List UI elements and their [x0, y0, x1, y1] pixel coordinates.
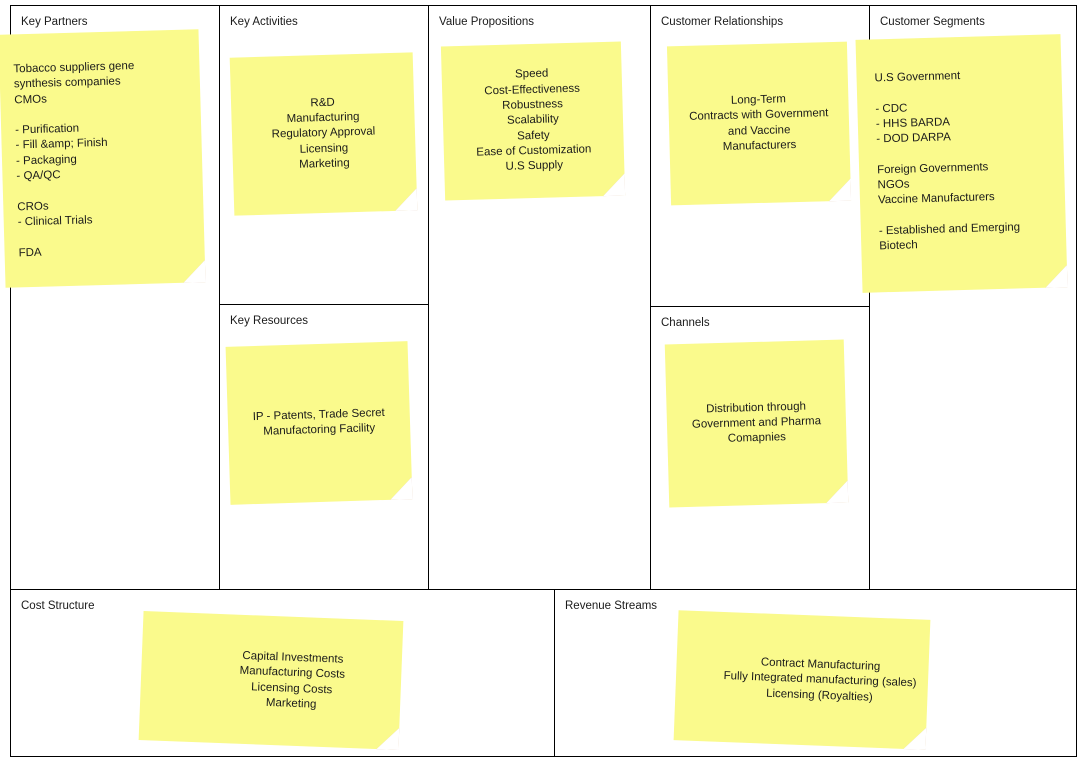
sticky-note-key-activities[interactable]: R&D Manufacturing Regulatory Approval Li… [229, 52, 418, 216]
folded-corner-icon [376, 727, 400, 750]
sticky-note-value-propositions[interactable]: Speed Cost-Effectiveness Robustness Scal… [440, 41, 626, 201]
sticky-note-customer-segments[interactable]: U.S Government - CDC - HHS BARDA - DOD D… [855, 34, 1068, 293]
folded-corner-icon [389, 477, 413, 500]
folded-corner-icon [828, 178, 852, 202]
sticky-note-text-cost-structure: Capital Investments Manufacturing Costs … [239, 649, 346, 711]
block-title-key-resources: Key Resources [230, 315, 308, 327]
block-title-revenue-streams: Revenue Streams [565, 600, 658, 612]
block-title-channels: Channels [661, 317, 710, 329]
sticky-note-text-key-activities: R&D Manufacturing Regulatory Approval Li… [271, 96, 376, 171]
folded-corner-icon [1044, 265, 1068, 288]
folded-corner-icon [825, 480, 849, 504]
sticky-note-revenue-streams[interactable]: Contract Manufacturing Fully Integrated … [673, 610, 931, 750]
folded-corner-icon [182, 260, 206, 283]
sticky-note-key-resources[interactable]: IP - Patents, Trade Secret Manufactoring… [225, 341, 413, 505]
sticky-note-text-key-partners: Tobacco suppliers gene synthesis compani… [13, 60, 135, 259]
block-title-customer-segments: Customer Segments [880, 16, 985, 28]
folded-corner-icon [394, 188, 418, 211]
block-title-key-activities: Key Activities [230, 16, 298, 28]
block-title-key-partners: Key Partners [21, 16, 88, 28]
sticky-note-cost-structure[interactable]: Capital Investments Manufacturing Costs … [138, 611, 404, 750]
block-title-customer-relationships: Customer Relationships [661, 16, 784, 28]
sticky-note-text-customer-relationships: Long-Term Contracts with Government and … [688, 93, 829, 153]
sticky-note-text-revenue-streams: Contract Manufacturing Fully Integrated … [723, 656, 917, 704]
folded-corner-icon [602, 173, 626, 197]
sticky-note-customer-relationships[interactable]: Long-Term Contracts with Government and … [666, 41, 852, 206]
sticky-note-text-key-resources: IP - Patents, Trade Secret Manufactoring… [252, 406, 385, 438]
sticky-note-text-customer-segments: U.S Government - CDC - HHS BARDA - DOD D… [874, 70, 1021, 253]
folded-corner-icon [903, 726, 927, 750]
block-title-value-propositions: Value Propositions [439, 16, 535, 28]
sticky-note-text-value-propositions: Speed Cost-Effectiveness Robustness Scal… [476, 68, 592, 174]
sticky-note-text-channels: Distribution through Government and Phar… [691, 400, 822, 445]
block-title-cost-structure: Cost Structure [21, 600, 95, 612]
sticky-note-key-partners[interactable]: Tobacco suppliers gene synthesis compani… [0, 29, 206, 288]
canvas-block-revenue-streams[interactable]: Revenue Streams [554, 589, 1077, 757]
sticky-note-channels[interactable]: Distribution through Government and Phar… [664, 339, 849, 508]
